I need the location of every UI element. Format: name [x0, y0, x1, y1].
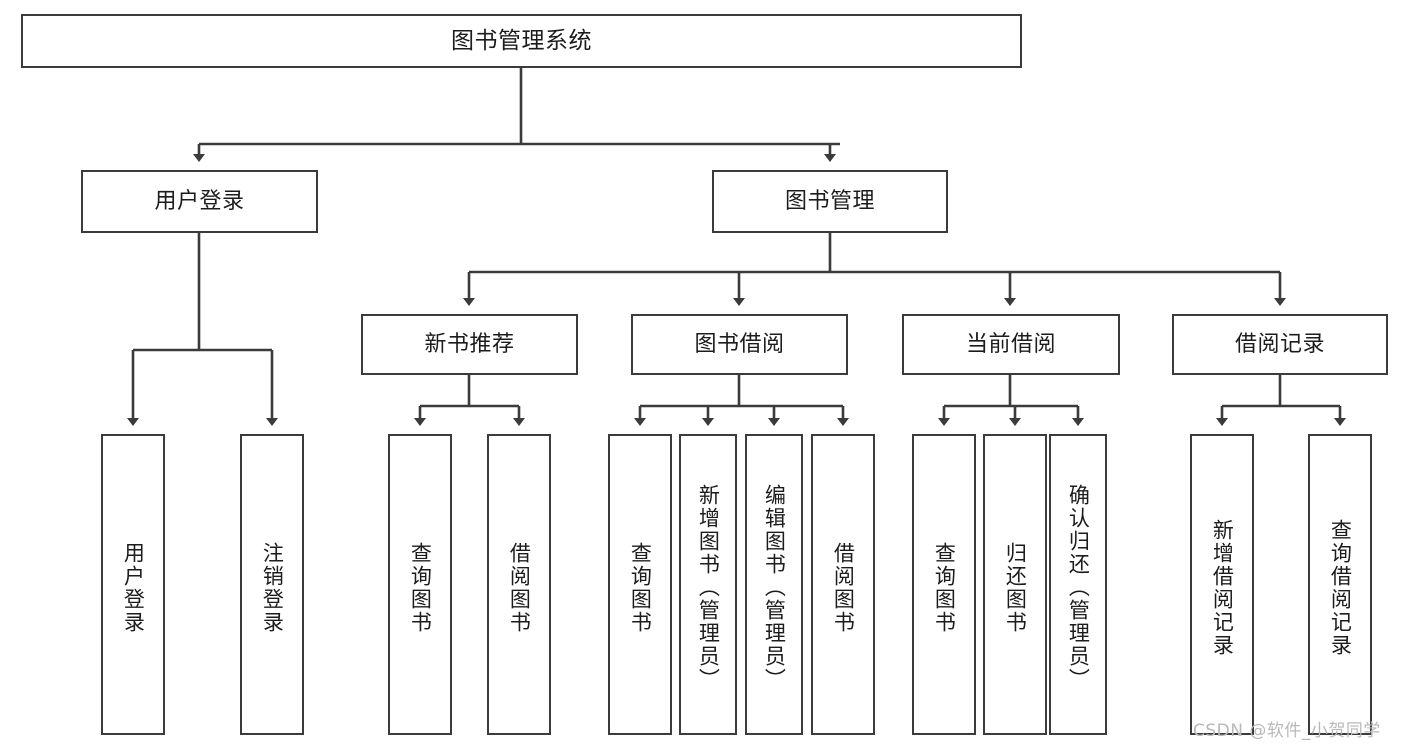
node-leaf-borrow-edit[interactable]: 编辑图书（管理员） — [745, 434, 803, 735]
node-leaf-rec-borrow[interactable]: 借阅图书 — [487, 434, 551, 735]
node-leaf-borrow-query-label: 查询图书 — [628, 541, 653, 634]
node-leaf-rec-query-label: 查询图书 — [408, 541, 433, 634]
node-book-borrow-label: 图书借阅 — [694, 331, 785, 357]
node-user-login-label: 用户登录 — [154, 188, 245, 214]
node-user-login[interactable]: 用户登录 — [81, 170, 318, 233]
node-current-borrow-label: 当前借阅 — [965, 331, 1056, 357]
node-root-label: 图书管理系统 — [451, 27, 592, 54]
node-leaf-rec-query[interactable]: 查询图书 — [388, 434, 452, 735]
node-leaf-borrow-lend[interactable]: 借阅图书 — [811, 434, 875, 735]
node-new-book-rec-label: 新书推荐 — [424, 331, 515, 357]
node-book-borrow[interactable]: 图书借阅 — [631, 314, 848, 375]
node-leaf-cur-query[interactable]: 查询图书 — [912, 434, 976, 735]
node-leaf-user-logout[interactable]: 注销登录 — [240, 434, 304, 735]
node-leaf-rec-borrow-label: 借阅图书 — [507, 541, 532, 634]
node-leaf-borrow-edit-label: 编辑图书（管理员） — [762, 484, 787, 691]
node-leaf-borrow-lend-label: 借阅图书 — [831, 541, 856, 634]
node-leaf-borrow-add-label: 新增图书（管理员） — [696, 484, 721, 691]
node-leaf-cur-confirm[interactable]: 确认归还（管理员） — [1049, 434, 1107, 735]
node-leaf-cur-confirm-label: 确认归还（管理员） — [1066, 484, 1091, 691]
node-book-manage-label: 图书管理 — [784, 188, 875, 214]
node-new-book-rec[interactable]: 新书推荐 — [361, 314, 578, 375]
node-leaf-cur-query-label: 查询图书 — [932, 541, 957, 634]
node-leaf-borrow-add[interactable]: 新增图书（管理员） — [679, 434, 737, 735]
node-leaf-user-logout-label: 注销登录 — [260, 541, 285, 634]
node-leaf-cur-return[interactable]: 归还图书 — [983, 434, 1047, 735]
node-root[interactable]: 图书管理系统 — [21, 14, 1022, 68]
node-leaf-rec-query2-label: 查询借阅记录 — [1328, 518, 1353, 657]
node-leaf-rec-add[interactable]: 新增借阅记录 — [1190, 434, 1254, 735]
node-leaf-user-login[interactable]: 用户登录 — [101, 434, 165, 735]
node-book-manage[interactable]: 图书管理 — [712, 170, 948, 233]
node-leaf-rec-query2[interactable]: 查询借阅记录 — [1308, 434, 1372, 735]
node-current-borrow[interactable]: 当前借阅 — [902, 314, 1120, 375]
node-leaf-user-login-label: 用户登录 — [121, 541, 146, 634]
node-leaf-borrow-query[interactable]: 查询图书 — [608, 434, 672, 735]
node-leaf-cur-return-label: 归还图书 — [1003, 541, 1028, 634]
csdn-watermark: CSDN @软件_小贺同学 — [1193, 721, 1381, 741]
node-borrow-record-label: 借阅记录 — [1234, 331, 1325, 357]
node-borrow-record[interactable]: 借阅记录 — [1172, 314, 1388, 375]
node-leaf-rec-add-label: 新增借阅记录 — [1210, 518, 1235, 657]
